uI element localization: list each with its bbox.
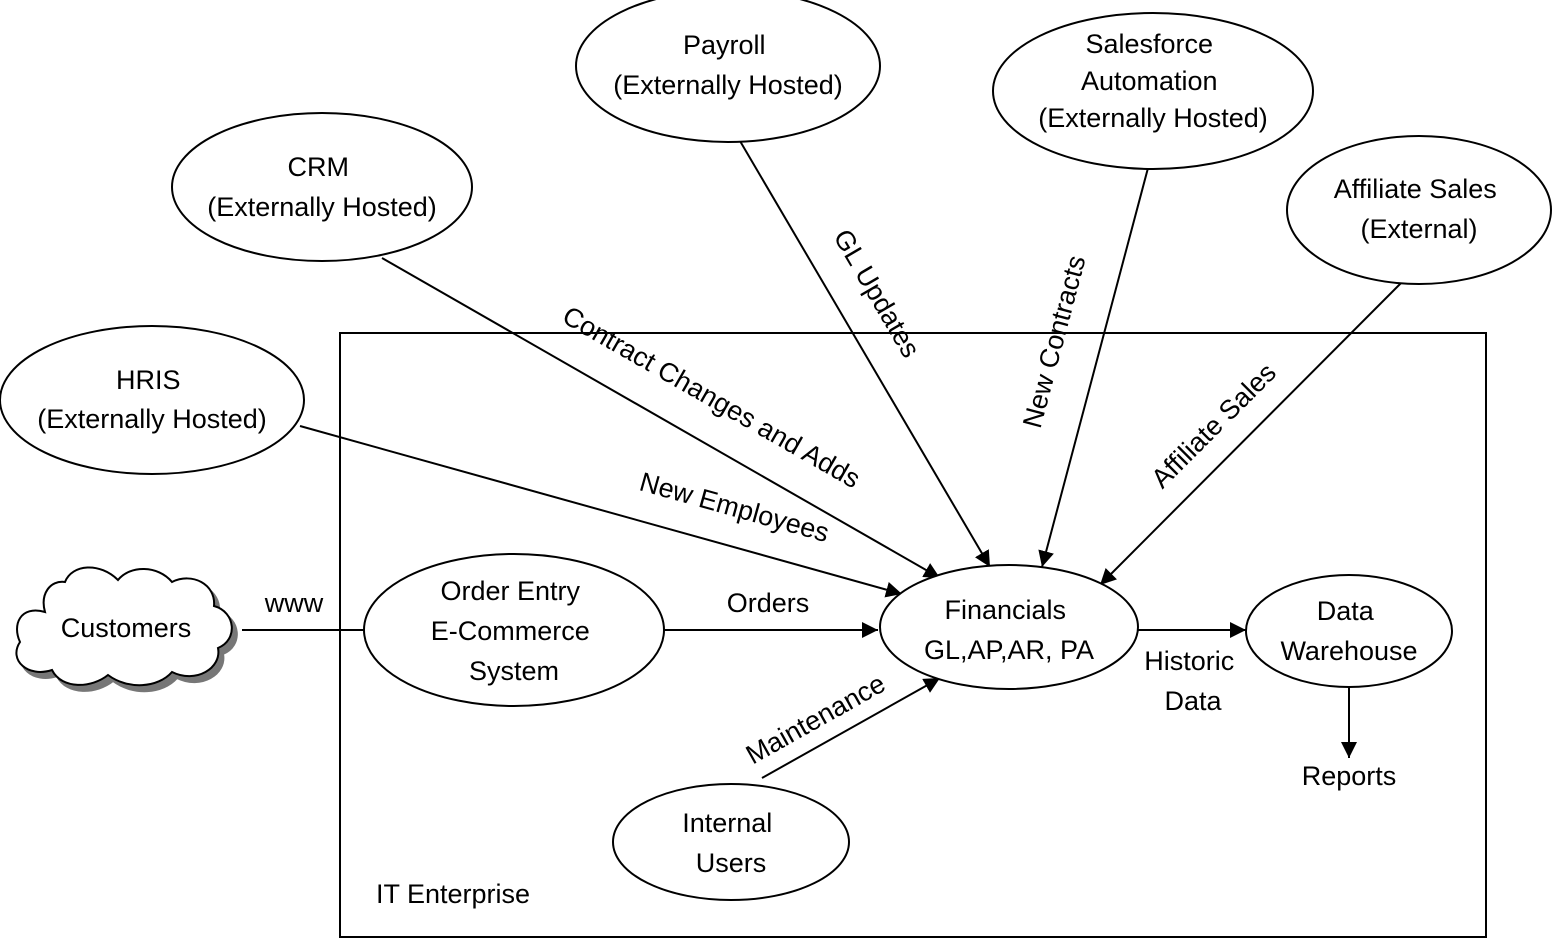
edge-affiliate-sales (1099, 267, 1417, 586)
node-internal-users-line-1: Internal (682, 808, 772, 838)
node-financials-shape (879, 564, 1139, 690)
node-order-entry-shape (363, 553, 665, 707)
node-salesforce-line-1: Salesforce (1085, 29, 1213, 59)
node-salesforce-label: Salesforce Automation (Externally Hosted… (1038, 29, 1268, 133)
node-crm-line-2: (Externally Hosted) (207, 192, 437, 222)
node-data-warehouse-line-1: Data (1317, 596, 1375, 626)
node-data-warehouse: Data Warehouse (1245, 574, 1453, 688)
node-hris-line-2: (Externally Hosted) (37, 404, 267, 434)
edge-label-new-contracts: New Contracts (1017, 252, 1092, 431)
edge-label-contract-changes: Contract Changes and Adds (557, 300, 865, 494)
edge-label-historic-data-line-1: Historic (1144, 646, 1234, 676)
node-internal-users: Internal Users (612, 783, 850, 901)
node-payroll-line-1: Payroll (683, 30, 766, 60)
edge-label-historic-data: Historic Data (1144, 646, 1242, 716)
node-order-entry-line-1: Order Entry (440, 576, 580, 606)
node-financials-label: Financials GL,AP,AR, PA (924, 595, 1094, 665)
edge-label-orders: Orders (727, 588, 810, 618)
node-salesforce-shape (992, 12, 1314, 170)
edge-contract-changes (381, 257, 941, 579)
node-affiliate-sales-shape (1286, 135, 1552, 285)
node-affiliate-sales: Affiliate Sales (External) (1286, 135, 1552, 285)
node-internal-users-shape (612, 783, 850, 901)
node-financials-line-1: Financials (944, 595, 1066, 625)
node-payroll-label: Payroll (Externally Hosted) (613, 30, 843, 100)
node-internal-users-label: Internal Users (682, 808, 780, 878)
node-hris: HRIS (Externally Hosted) (0, 325, 305, 475)
node-crm-line-1: CRM (287, 152, 349, 182)
node-hris-shape (0, 325, 305, 475)
node-data-warehouse-label: Data Warehouse (1280, 596, 1417, 666)
node-salesforce-line-2: Automation (1081, 66, 1218, 96)
node-financials-line-2: GL,AP,AR, PA (924, 635, 1094, 665)
node-payroll-shape (575, 0, 881, 143)
node-customers: Customers (15, 566, 238, 693)
node-payroll: Payroll (Externally Hosted) (575, 0, 881, 143)
edge-new-employees (299, 425, 903, 598)
node-internal-users-line-2: Users (696, 848, 767, 878)
node-hris-line-1: HRIS (116, 365, 181, 395)
node-crm: CRM (Externally Hosted) (171, 112, 473, 262)
node-order-entry-line-3: System (469, 656, 559, 686)
node-financials: Financials GL,AP,AR, PA (879, 564, 1139, 690)
edge-label-historic-data-line-2: Data (1164, 686, 1222, 716)
edge-label-affiliate-sales: Affiliate Sales (1145, 357, 1282, 494)
it-enterprise-label: IT Enterprise (376, 879, 530, 909)
node-order-entry-line-2: E-Commerce (431, 616, 590, 646)
node-data-warehouse-shape (1245, 574, 1453, 688)
node-crm-label: CRM (Externally Hosted) (207, 152, 437, 222)
node-payroll-line-2: (Externally Hosted) (613, 70, 843, 100)
edge-label-gl-updates: GL Updates (828, 224, 926, 363)
node-hris-label: HRIS (Externally Hosted) (37, 365, 267, 434)
edge-label-new-employees: New Employees (636, 467, 832, 548)
node-reports-label: Reports (1302, 761, 1397, 791)
node-crm-shape (171, 112, 473, 262)
node-salesforce-line-3: (Externally Hosted) (1038, 103, 1268, 133)
customers-cloud-shape (15, 566, 233, 687)
node-data-warehouse-line-2: Warehouse (1280, 636, 1417, 666)
it-enterprise-boundary (339, 332, 1487, 938)
node-affiliate-sales-label: Affiliate Sales (External) (1334, 174, 1505, 244)
edge-gl-updates (739, 140, 991, 568)
node-order-entry: Order Entry E-Commerce System (363, 553, 665, 707)
edge-label-www: www (264, 588, 324, 618)
edge-maintenance (761, 677, 941, 779)
edge-new-contracts (1038, 167, 1149, 568)
node-salesforce: Salesforce Automation (Externally Hosted… (992, 12, 1314, 170)
node-order-entry-label: Order Entry E-Commerce System (431, 576, 598, 686)
node-affiliate-sales-line-2: (External) (1360, 214, 1477, 244)
node-affiliate-sales-line-1: Affiliate Sales (1334, 174, 1497, 204)
node-customers-label: Customers (61, 613, 192, 643)
